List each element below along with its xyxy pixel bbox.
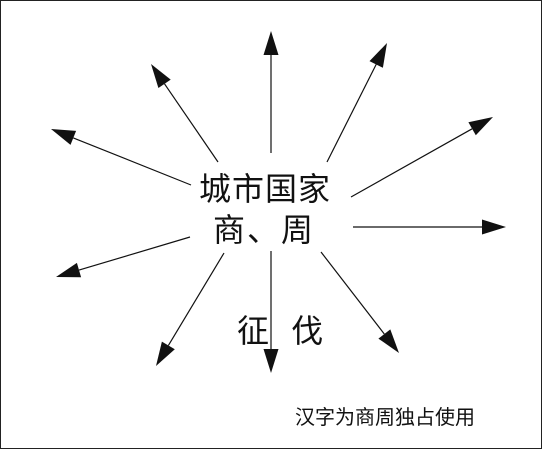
arrow-shaft-5 (350, 128, 473, 198)
arrow-shaft-7 (78, 236, 191, 271)
arrow-head-1 (263, 31, 279, 55)
arrow-head-10 (378, 329, 399, 353)
arrow-head-6 (482, 219, 506, 235)
arrow-head-8 (156, 341, 175, 366)
arrow-head-9 (263, 349, 279, 373)
arrow-shaft-10 (320, 251, 385, 335)
center-title: 城市国家 (199, 170, 332, 208)
arrow-head-3 (369, 43, 387, 68)
arrow-shaft-2 (164, 83, 219, 163)
arrow-shaft-8 (167, 252, 225, 346)
arrow-head-7 (56, 262, 82, 278)
arrow-head-4 (51, 129, 77, 145)
arrow-head-5 (468, 117, 493, 136)
caption: 汉字为商周独占使用 (295, 405, 475, 429)
center-subtitle: 商、周 (213, 211, 316, 249)
arrow-shaft-4 (73, 137, 192, 186)
arrow-head-2 (151, 64, 171, 88)
arrow-shaft-3 (326, 64, 377, 163)
war-label: 征 伐 (237, 312, 330, 350)
